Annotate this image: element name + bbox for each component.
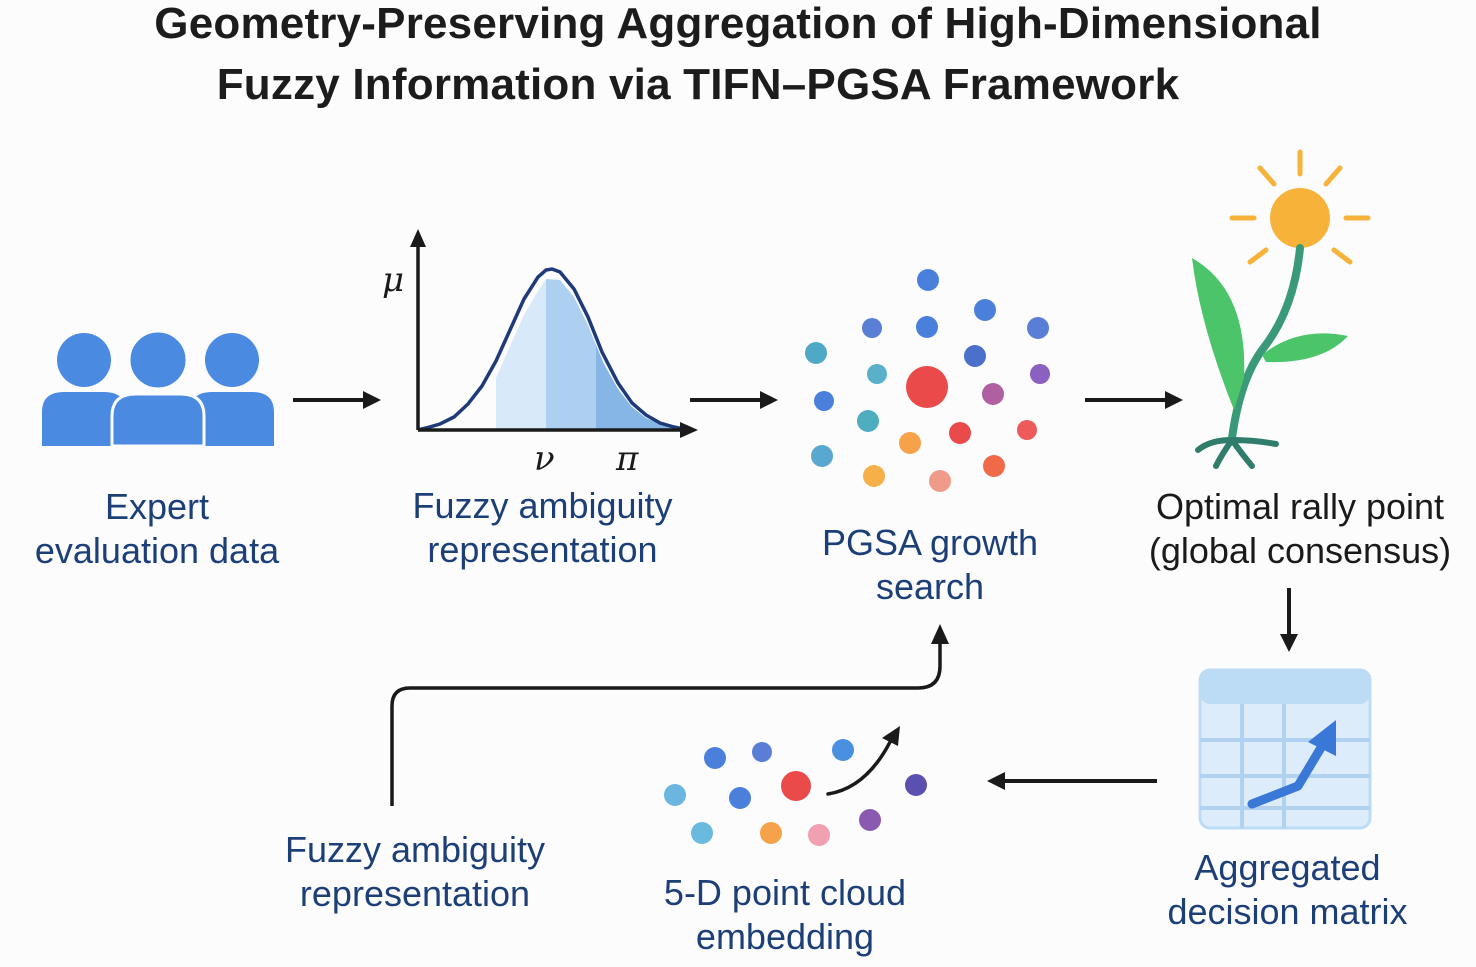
fuzzy-bottom-label: Fuzzy ambiguity representation bbox=[284, 829, 546, 914]
pgsa-label: PGSA growth search bbox=[821, 522, 1039, 607]
flow-arrow bbox=[1085, 391, 1183, 409]
matrix-label: Aggregated decision matrix bbox=[1167, 847, 1408, 932]
rally-point-label: Optimal rally point (global consensus) bbox=[1148, 486, 1452, 571]
nu-axis-label: ν bbox=[534, 439, 555, 479]
diagram-title-line-2: Fuzzy Information via TIFN–PGSA Framewor… bbox=[216, 60, 1180, 109]
experts-icon bbox=[42, 329, 274, 448]
flow-arrow bbox=[293, 391, 381, 409]
diagram-title-line-1: Geometry-Preserving Aggregation of High-… bbox=[154, 0, 1322, 48]
pgsa-point-cluster bbox=[805, 269, 1050, 492]
fuzzy-top-label: Fuzzy ambiguity representation bbox=[412, 485, 673, 570]
feedback-arrow bbox=[390, 624, 949, 806]
decision-matrix-icon bbox=[1198, 668, 1372, 830]
sprout-sun-icon bbox=[1192, 149, 1371, 469]
mu-axis-label: μ bbox=[382, 260, 404, 300]
point-cloud-label: 5-D point cloud embedding bbox=[663, 872, 907, 957]
flow-arrow-left bbox=[987, 772, 1157, 790]
experts-label: Expert evaluation data bbox=[34, 486, 280, 571]
fuzzy-membership-chart: μ ν π bbox=[382, 229, 698, 479]
flow-arrow-down bbox=[1280, 588, 1298, 652]
pi-axis-label: π bbox=[615, 439, 639, 479]
point-cloud-icon bbox=[664, 726, 927, 846]
flow-arrow bbox=[690, 391, 778, 409]
